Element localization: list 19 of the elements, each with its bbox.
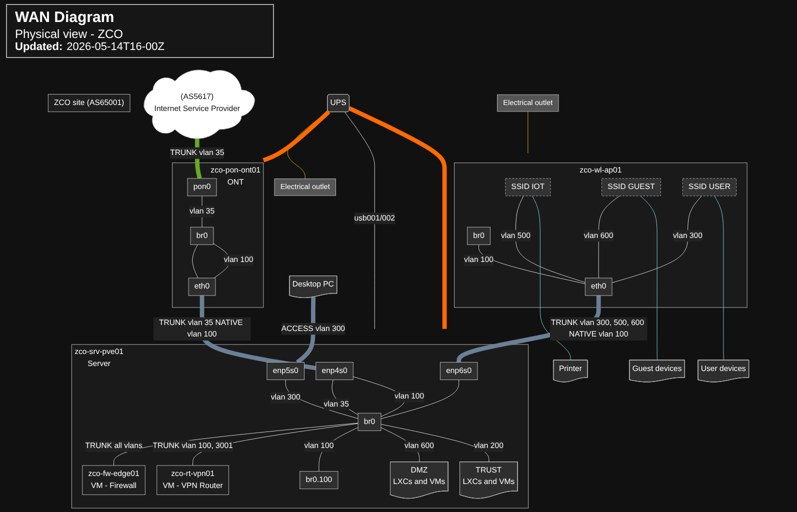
connector bbox=[515, 196, 586, 283]
connector bbox=[192, 244, 198, 278]
connector bbox=[262, 110, 330, 162]
connector bbox=[532, 196, 571, 361]
connector bbox=[612, 196, 702, 284]
updated-label: Updated: bbox=[15, 41, 63, 53]
connector bbox=[380, 380, 460, 420]
connector bbox=[192, 423, 358, 466]
connector bbox=[296, 296, 316, 364]
diagram-title: WAN Diagram bbox=[15, 9, 116, 26]
connector bbox=[714, 196, 724, 361]
connector bbox=[348, 106, 447, 329]
connector bbox=[598, 196, 620, 278]
connector bbox=[200, 295, 316, 370]
connector bbox=[640, 196, 658, 361]
subtitle: Physical view - ZCO bbox=[15, 27, 124, 41]
connector bbox=[478, 244, 586, 284]
updated-date: 2026-05-14T16-00Z bbox=[66, 41, 165, 53]
connector bbox=[344, 112, 375, 330]
